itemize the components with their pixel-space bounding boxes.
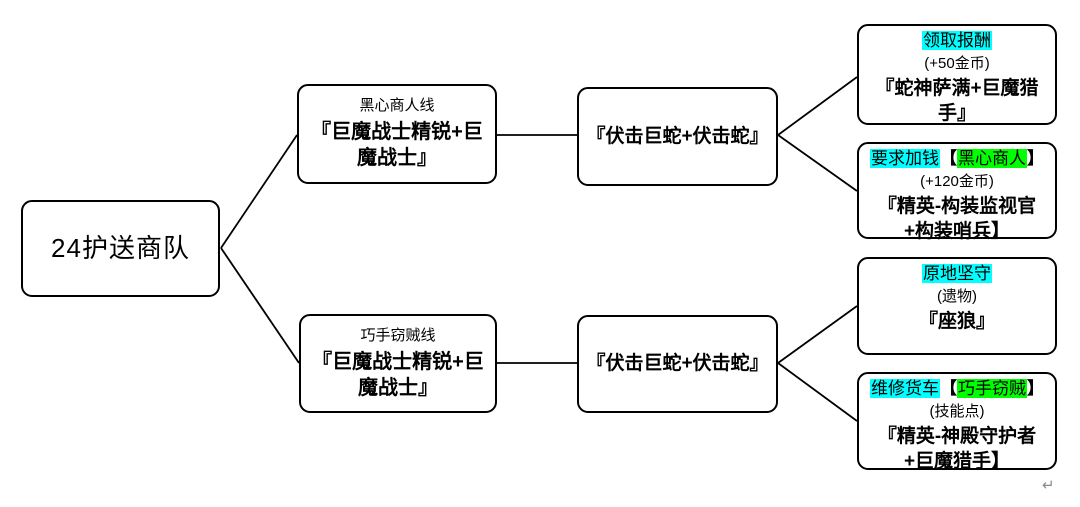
outcome-demand-close-bracket: 】 bbox=[1027, 149, 1044, 168]
outcome-repair-close-bracket: 】 bbox=[1027, 379, 1044, 398]
paragraph-return-mark: ↵ bbox=[1042, 477, 1055, 494]
node-outcome-claim-reward: 领取报酬 (+50金币) 『蛇神萨满+巨魔猎手』 bbox=[857, 24, 1057, 125]
outcome-hold-title: 原地坚守 bbox=[922, 263, 992, 285]
node-branch-deft-thief: 巧手窃贼线 『巨魔战士精锐+巨魔战士』 bbox=[299, 314, 497, 413]
node-ambush-top: 『伏击巨蛇+伏击蛇』 bbox=[577, 87, 778, 186]
node-outcome-hold-position: 原地坚守 (遗物) 『座狼』 bbox=[857, 257, 1057, 355]
outcome-demand-open-bracket: 【 bbox=[940, 149, 957, 168]
node-escort-caravan: 24护送商队 bbox=[21, 200, 220, 297]
outcome-demand-action: 要求加钱 bbox=[870, 149, 940, 168]
outcome-claim-enemies: 『蛇神萨满+巨魔猎手』 bbox=[875, 78, 1039, 125]
outcome-repair-faction: 巧手窃贼 bbox=[957, 379, 1027, 398]
outcome-repair-action: 维修货车 bbox=[870, 379, 940, 398]
node-escort-caravan-label: 24护送商队 bbox=[51, 233, 190, 264]
outcome-repair-title: 维修货车【巧手窃贼】 bbox=[870, 378, 1044, 400]
outcome-claim-title: 领取报酬 bbox=[922, 30, 992, 52]
mid-top-enemies: 『伏击巨蛇+伏击蛇』 bbox=[586, 125, 769, 147]
outcome-repair-enemies: 『精英-神殿守护者+巨魔猎手】 bbox=[877, 426, 1037, 473]
outcome-repair-open-bracket: 【 bbox=[940, 379, 957, 398]
edge-mid-bottom-to-outcome-hold bbox=[777, 305, 858, 364]
edge-root-to-branch-top bbox=[220, 134, 298, 249]
branch-bottom-enemies: 『巨魔战士精锐+巨魔战士』 bbox=[312, 350, 484, 399]
branch-top-enemies: 『巨魔战士精锐+巨魔战士』 bbox=[311, 121, 483, 170]
mid-bottom-enemies: 『伏击巨蛇+伏击蛇』 bbox=[586, 353, 769, 375]
node-branch-black-merchant: 黑心商人线 『巨魔战士精锐+巨魔战士』 bbox=[297, 84, 497, 184]
edge-root-to-branch-bottom bbox=[220, 247, 300, 364]
branch-top-line-label: 黑心商人线 bbox=[359, 97, 435, 115]
outcome-hold-action: 原地坚守 bbox=[922, 264, 992, 283]
node-outcome-demand-money: 要求加钱【黑心商人】 (+120金币) 『精英-构装监视官+构装哨兵】 bbox=[857, 142, 1057, 242]
outcome-demand-title: 要求加钱【黑心商人】 bbox=[870, 148, 1044, 170]
node-ambush-bottom: 『伏击巨蛇+伏击蛇』 bbox=[577, 315, 778, 413]
outcome-demand-enemies: 『精英-构装监视官+构装哨兵】 bbox=[877, 196, 1037, 243]
outcome-demand-reward-text: (+120金币) bbox=[920, 173, 994, 191]
edge-mid-top-to-outcome-claim bbox=[777, 76, 858, 136]
outcome-repair-reward-text: (技能点) bbox=[929, 403, 985, 421]
outcome-hold-enemies: 『座狼』 bbox=[918, 311, 995, 333]
outcome-claim-action: 领取报酬 bbox=[922, 31, 992, 50]
node-outcome-repair-wagon: 维修货车【巧手窃贼】 (技能点) 『精英-神殿守护者+巨魔猎手】 bbox=[857, 372, 1057, 472]
outcome-demand-faction: 黑心商人 bbox=[957, 149, 1027, 168]
outcome-hold-reward-text: (遗物) bbox=[937, 288, 977, 306]
branch-bottom-line-label: 巧手窃贼线 bbox=[360, 326, 436, 344]
edge-mid-bottom-to-outcome-repair bbox=[777, 362, 858, 422]
edge-mid-top-to-outcome-demand bbox=[777, 134, 858, 192]
outcome-claim-reward-text: (+50金币) bbox=[924, 55, 990, 73]
